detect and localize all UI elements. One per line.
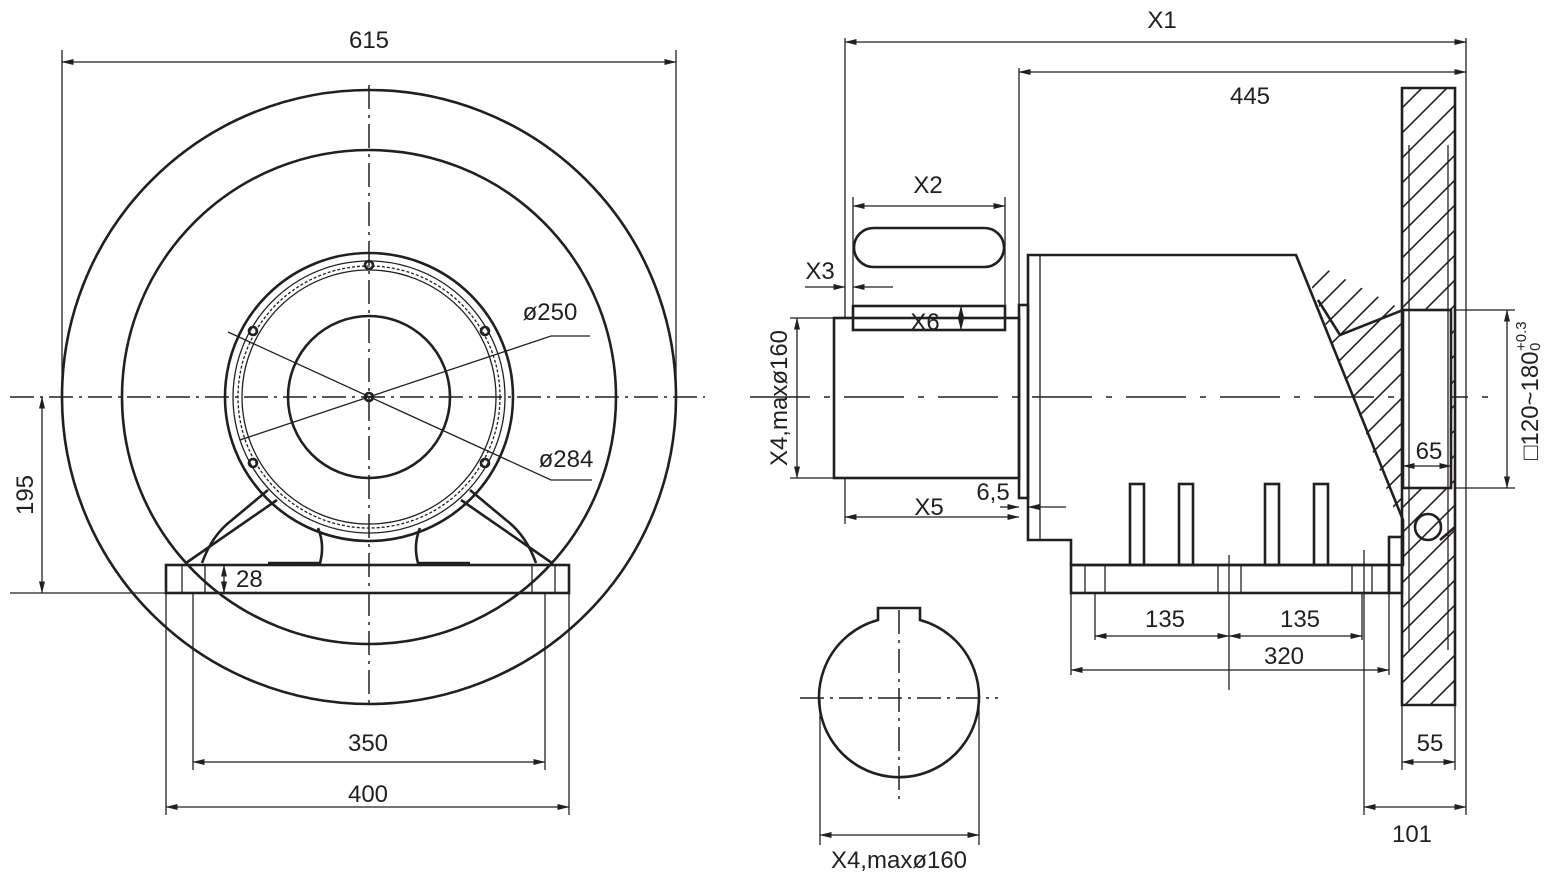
dim-X1-label: X1 [1147, 7, 1176, 34]
bolt-hole [363, 259, 375, 271]
keyway-slot [852, 226, 1006, 269]
inner-housing-circle [120, 148, 618, 646]
shaft [832, 316, 1021, 480]
cooling-fins [1128, 482, 1330, 567]
dim-d250-label: ø250 [523, 299, 578, 326]
dim-615-label: 615 [349, 27, 389, 54]
dim-inlet-label: □120~180 [1517, 351, 1544, 460]
shaft-section-outline [817, 606, 981, 779]
dim-320-label: 320 [1264, 643, 1304, 670]
dim-350-label: 350 [348, 730, 388, 757]
bolt-hole [247, 457, 259, 469]
bolt-holes [247, 259, 491, 469]
dim-inlet-tol-lower: 0 [1527, 343, 1544, 351]
front-view: 615 ø250 ø284 195 28 350 400 [10, 27, 705, 815]
shaft-key [851, 304, 1007, 332]
inlet-circle [286, 314, 452, 480]
flange-outer-circle [223, 251, 515, 543]
bolt-hole [479, 457, 491, 469]
bolt-circle [237, 265, 501, 529]
dim-65-label: 65 [1416, 438, 1443, 465]
cone-hatching [1300, 255, 1403, 520]
dim-inlet-tol-upper: +0.3 [1513, 321, 1530, 351]
dim-d284-label: ø284 [539, 446, 594, 473]
outlet-bolt [1413, 512, 1443, 542]
d284-leader [227, 331, 592, 481]
dim-X2-label: X2 [913, 172, 942, 199]
foot-plate [164, 563, 571, 595]
dim-400-label: 400 [348, 781, 388, 808]
d250-leader [239, 335, 590, 441]
motor-flange [1017, 303, 1030, 500]
dim-135a-label: 135 [1145, 606, 1185, 633]
dim-101-label: 101 [1392, 821, 1432, 848]
blower-body [1026, 253, 1405, 567]
shaft-section-view: X4,maxø160 [800, 606, 998, 874]
dim-X6-label: X6 [910, 309, 939, 336]
bolt-hole [247, 325, 259, 337]
dim-X5-label: X5 [914, 494, 943, 521]
dim-55-label: 55 [1417, 730, 1444, 757]
center-hub [363, 391, 375, 403]
outlet-opening [1401, 308, 1453, 490]
support-legs [185, 489, 553, 565]
dim-28-label: 28 [236, 566, 263, 593]
dim-X3-label: X3 [805, 258, 834, 285]
dim-445-label: 445 [1230, 83, 1270, 110]
dim-X4-section-label: X4,maxø160 [831, 847, 967, 874]
side-foot-plate [1069, 563, 1391, 595]
dim-6-5-label: 6,5 [976, 479, 1009, 506]
dim-135b-label: 135 [1280, 606, 1320, 633]
inlet-square-dimension: □120~180 +0.3 0 [1513, 321, 1544, 460]
side-view: X1 445 X2 X3 X6 X4,maxø160 X5 6,5 135 13… [750, 7, 1544, 848]
dim-195-label: 195 [12, 475, 39, 515]
dim-X4-side-label: X4,maxø160 [766, 330, 793, 466]
bolt-hole [479, 325, 491, 337]
